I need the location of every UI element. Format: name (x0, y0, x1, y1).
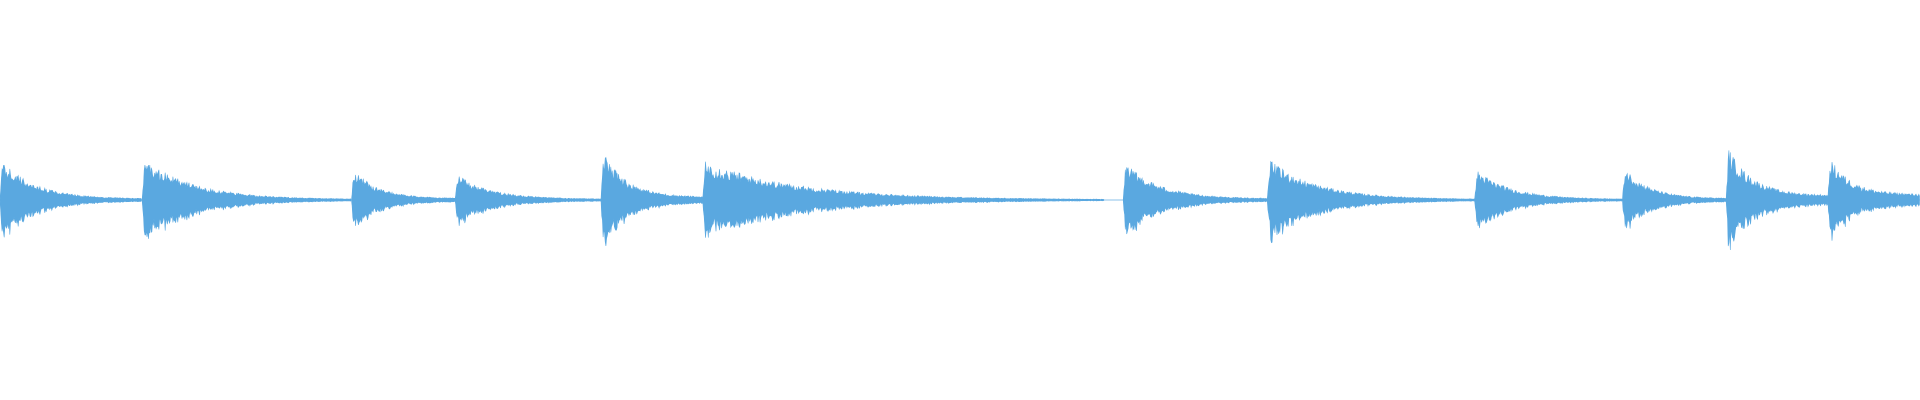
waveform-note-1 (0, 164, 142, 238)
waveform-note-2 (141, 164, 351, 239)
waveform-segments (0, 150, 1920, 251)
waveform-note-11 (1725, 150, 1828, 251)
waveform-note-7 (1122, 167, 1267, 235)
waveform-note-9 (1474, 171, 1623, 229)
waveform-note-8 (1266, 160, 1475, 244)
waveform-note-10 (1622, 172, 1727, 229)
waveform-note-6 (702, 161, 1105, 238)
waveform-note-12 (1827, 162, 1920, 241)
waveform-note-3 (351, 174, 456, 226)
waveform-note-4 (454, 176, 601, 226)
waveform-note-5 (600, 156, 703, 247)
